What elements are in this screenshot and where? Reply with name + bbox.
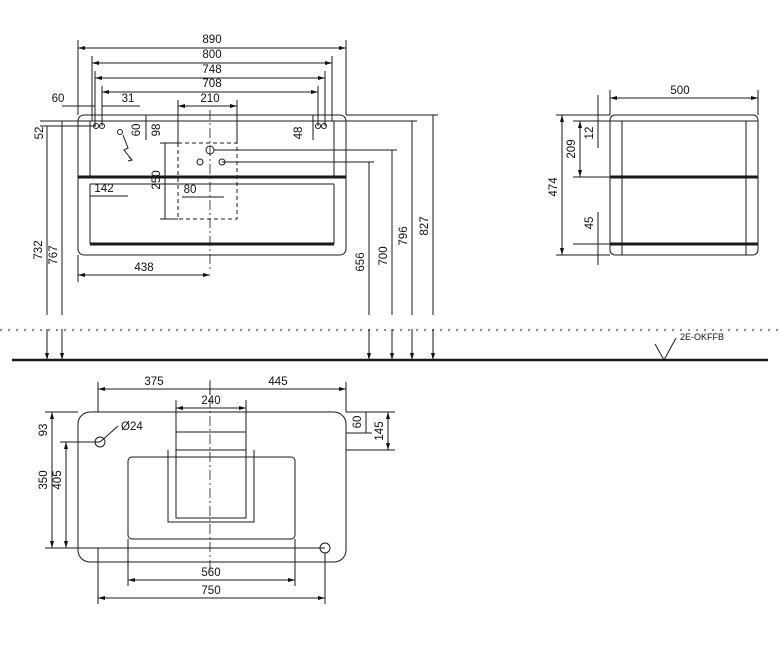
dim-438: 438 bbox=[134, 262, 153, 274]
dim-60-angle: 60 bbox=[131, 124, 143, 137]
dim-145: 145 bbox=[374, 421, 386, 440]
dim-60-right: 60 bbox=[352, 416, 364, 429]
dim-405: 405 bbox=[52, 470, 64, 489]
dim-474: 474 bbox=[548, 177, 560, 197]
top-view: 375 445 240 Ø24 350 405 93 60 145 560 75… bbox=[38, 376, 395, 604]
dim-560: 560 bbox=[201, 567, 220, 579]
dim-52: 52 bbox=[34, 127, 46, 140]
dim-800: 800 bbox=[202, 49, 221, 61]
dim-210: 210 bbox=[200, 93, 219, 105]
dim-767: 767 bbox=[48, 245, 60, 264]
basin-recess bbox=[127, 456, 296, 540]
dim-750: 750 bbox=[201, 585, 220, 597]
dim-12: 12 bbox=[584, 127, 596, 140]
cabinet-outline bbox=[77, 114, 347, 256]
dim-80: 80 bbox=[184, 184, 197, 196]
basin-outline bbox=[77, 411, 347, 563]
dim-diameter-24: Ø24 bbox=[121, 421, 143, 433]
dim-142: 142 bbox=[94, 183, 113, 195]
dim-98: 98 bbox=[151, 124, 163, 137]
dim-45: 45 bbox=[584, 217, 596, 230]
dim-890: 890 bbox=[202, 34, 221, 46]
dim-748: 748 bbox=[202, 64, 221, 76]
front-view: 890 800 748 708 210 60 31 142 80 438 732 bbox=[33, 34, 438, 360]
dim-708: 708 bbox=[202, 78, 221, 90]
dim-48: 48 bbox=[293, 127, 305, 140]
dim-500: 500 bbox=[670, 85, 689, 97]
dim-445: 445 bbox=[268, 376, 287, 388]
dim-827: 827 bbox=[419, 216, 431, 235]
dim-700: 700 bbox=[378, 246, 390, 265]
floor-label: 2E-OKFFB bbox=[680, 332, 724, 342]
dim-209: 209 bbox=[566, 139, 578, 158]
dim-656: 656 bbox=[355, 252, 367, 271]
dim-796: 796 bbox=[398, 226, 410, 245]
dim-60-top: 60 bbox=[52, 93, 65, 105]
dim-93: 93 bbox=[38, 424, 50, 437]
side-view: 500 474 209 12 45 bbox=[548, 85, 759, 265]
dim-350: 350 bbox=[38, 470, 50, 489]
dim-250: 250 bbox=[151, 170, 163, 189]
dim-240: 240 bbox=[201, 395, 220, 407]
installation-zone bbox=[177, 142, 238, 220]
dim-375: 375 bbox=[144, 376, 163, 388]
dim-732: 732 bbox=[33, 240, 45, 259]
faucet-deck bbox=[175, 431, 247, 451]
dim-31: 31 bbox=[122, 93, 135, 105]
side-outline bbox=[609, 114, 759, 256]
